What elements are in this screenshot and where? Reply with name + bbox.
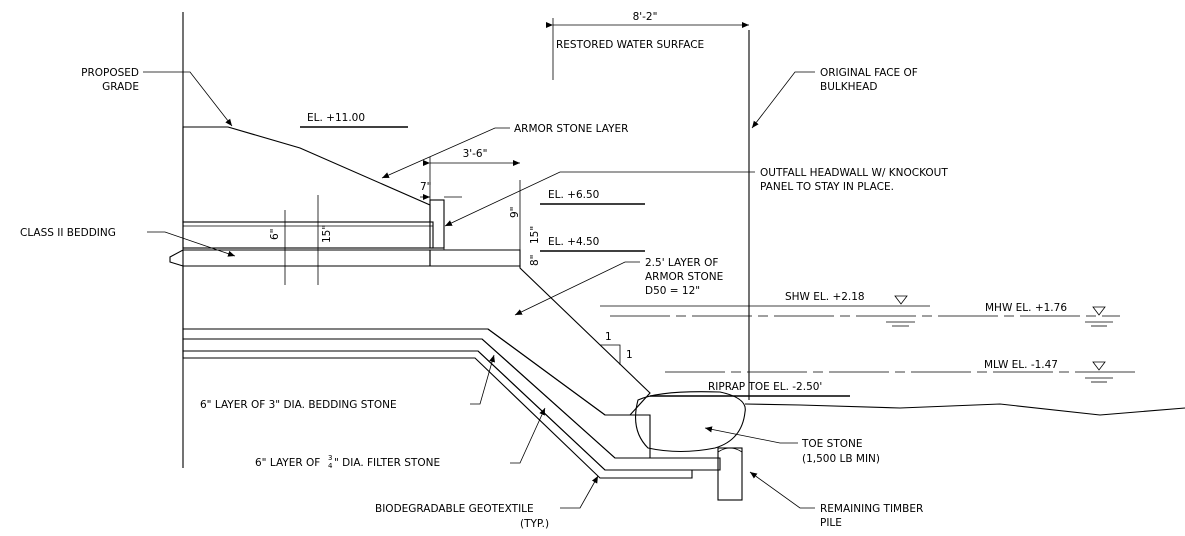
toe-stone-label: TOE STONE [801,438,862,450]
timber-pile-label-2: PILE [820,517,842,529]
proposed-grade-label-2: GRADE [102,81,139,93]
el-6-50-label: EL. +6.50 [548,189,599,201]
filter-frac-den: 4 [328,462,333,470]
dim-15b: 15" [529,226,541,244]
lower-stone-fill [182,265,651,416]
dim-3-6: 3'-6" [463,148,488,160]
filter-stone-label-a: 6" LAYER OF [255,457,320,469]
geotextile-layer [182,350,693,479]
dim-15a: 15" [321,225,333,243]
seabed-line [744,403,1185,416]
mlw-label: MLW EL. -1.47 [984,359,1058,371]
slope-run: 1 [605,331,612,343]
dim-9: 9" [509,206,521,218]
outfall-label: OUTFALL HEADWALL W/ KNOCKOUT [760,167,948,179]
dim-8: 8" [529,254,541,266]
class-ii-bedding-label: CLASS II BEDDING [20,227,116,239]
outfall-pipe [182,221,434,249]
shw-label: SHW EL. +2.18 [785,291,865,303]
geotextile-label-2: (TYP.) [520,518,549,530]
class-ii-bedding [169,249,431,267]
armor-25-label-2: ARMOR STONE [645,271,723,283]
mhw-label: MHW EL. +1.76 [985,302,1067,314]
toe-stone-label-2: (1,500 LB MIN) [802,453,880,465]
bedding-stone-label: 6" LAYER OF 3" DIA. BEDDING STONE [200,399,397,411]
outfall-label-2: PANEL TO STAY IN PLACE. [760,181,894,193]
dim-8-2: 8'-2" [633,11,658,23]
el-4-50-label: EL. +4.50 [548,236,599,248]
armor-25-label-3: D50 = 12" [645,285,700,297]
timber-pile-label: REMAINING TIMBER [820,503,923,515]
dim-6: 6" [269,228,281,240]
upper-stone-fill [182,126,431,223]
filter-frac-num: 3 [328,454,332,462]
bedding-stone-layer [182,328,651,459]
original-face-label: ORIGINAL FACE OF [820,67,918,79]
filter-stone-label-b: " DIA. FILTER STONE [334,457,440,469]
headwall-base [429,249,521,267]
el-11-label: EL. +11.00 [307,112,365,124]
slope-rise: 1 [626,349,633,361]
restored-water-label: RESTORED WATER SURFACE [556,39,704,51]
geotextile-label: BIODEGRADABLE GEOTEXTILE [375,503,534,515]
headwall [429,199,445,249]
armor-stone-layer-label: ARMOR STONE LAYER [514,123,628,135]
riprap-toe-label: RIPRAP TOE EL. -2.50' [708,381,822,393]
armor-25-label-1: 2.5' LAYER OF [645,257,718,269]
proposed-grade-label: PROPOSED [81,67,139,79]
timber-pile [717,447,743,501]
original-face-label-2: BULKHEAD [820,81,877,93]
toe-stone [635,391,746,453]
dim-7: 7" [420,181,432,193]
